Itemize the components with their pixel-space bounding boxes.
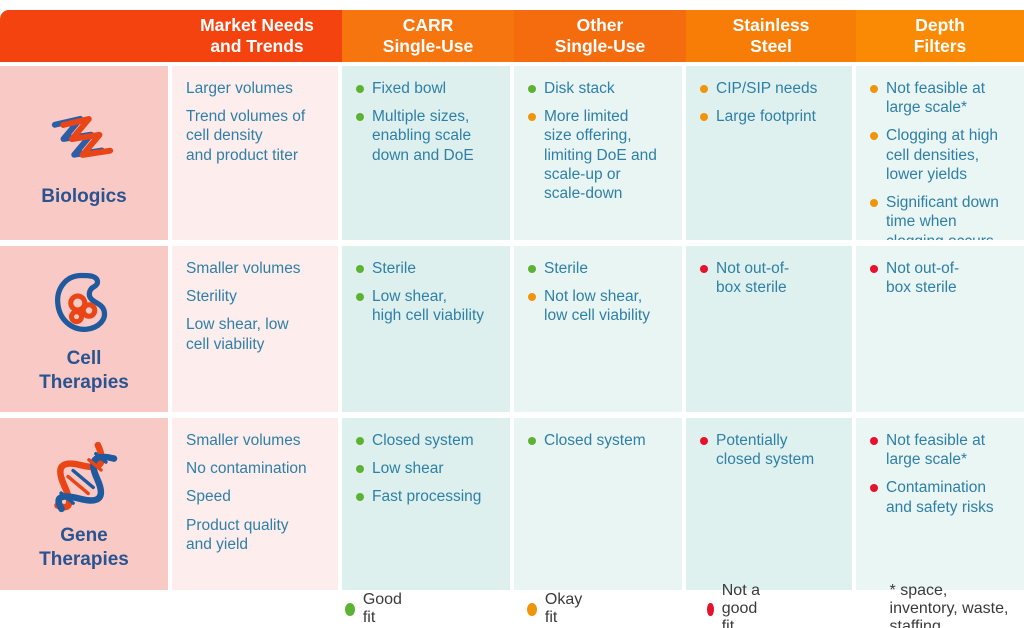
table-row-cell-therapies: Cell Therapies Smaller volumes Sterility… [0, 246, 1024, 412]
fit-dot [870, 265, 878, 273]
fit-dot [870, 85, 878, 93]
table-row-gene-therapies: Gene Therapies Smaller volumes No contam… [0, 418, 1024, 590]
need-item: Product quality and yield [186, 516, 289, 553]
need-item: Low shear, low cell viability [186, 316, 289, 353]
header-carr-single-use: CARR Single-Use [342, 10, 514, 62]
header-other-single-use: Other Single-Use [514, 10, 686, 62]
legend-label: Okay fit [544, 591, 583, 626]
bullet-item: Not out-of- box sterile [870, 259, 1016, 297]
fit-dot [356, 293, 364, 302]
bullet-item: CIP/SIP needs [700, 79, 844, 98]
bullet-item: Not out-of- box sterile [700, 259, 844, 297]
biologics-carr-cell: Fixed bowl Multiple sizes, enabling scal… [342, 66, 510, 240]
fit-dot [528, 293, 536, 302]
bullet-item: Sterile [356, 259, 502, 278]
legend: Good fit Okay fit Not a good fit * space… [0, 582, 1024, 628]
table-row-biologics: Biologics Larger volumes Trend volumes o… [0, 66, 1024, 240]
biologics-depth-cell: Not feasible at large scale* Clogging at… [856, 66, 1024, 240]
bullet-item: Low shear, high cell viability [356, 287, 502, 325]
gene-therapies-needs-cell: Smaller volumes No contamination Speed P… [172, 418, 338, 590]
fit-dot [356, 493, 364, 502]
cell-icon [44, 263, 124, 343]
need-item: Speed [186, 488, 231, 506]
cell-therapies-needs-cell: Smaller volumes Sterility Low shear, low… [172, 246, 338, 412]
bullet-item: Contamination and safety risks [870, 478, 1016, 516]
bullet-item: Multiple sizes, enabling scale down and … [356, 107, 502, 165]
good-fit-dot-icon [345, 602, 355, 616]
fit-dot [528, 265, 536, 273]
bullet-item: Closed system [528, 431, 674, 450]
cell-therapies-carr-cell: Sterile Low shear, high cell viability [342, 246, 510, 412]
table-header: Market Needs and Trends CARR Single-Use … [0, 10, 1024, 62]
fit-dot [700, 85, 708, 93]
need-item: Smaller volumes [186, 432, 301, 449]
cell-therapies-icon-cell: Cell Therapies [0, 246, 168, 412]
biologics-other-cell: Disk stack More limited size offering, l… [514, 66, 682, 240]
protein-ribbon-icon [42, 97, 126, 181]
bullet-item: Not feasible at large scale* [870, 431, 1016, 469]
need-item: Smaller volumes [186, 260, 301, 277]
fit-dot [700, 113, 708, 122]
legend-label: Good fit [362, 591, 402, 626]
bullet-item: Closed system [356, 431, 502, 450]
gene-therapies-carr-cell: Closed system Low shear Fast processing [342, 418, 510, 590]
header-depth-filters: Depth Filters [856, 10, 1024, 62]
need-item: Sterility [186, 288, 237, 306]
legend-okay-fit: Okay fit [527, 591, 585, 627]
bullet-item: Disk stack [528, 79, 674, 98]
gene-therapies-icon-cell: Gene Therapies [0, 418, 168, 590]
gene-therapies-stainless-cell: Potentially closed system [686, 418, 852, 590]
biologics-needs-cell: Larger volumes Trend volumes of cell den… [172, 66, 338, 240]
cell-therapies-stainless-cell: Not out-of- box sterile [686, 246, 852, 412]
bullet-item: Fixed bowl [356, 79, 502, 98]
fit-dot [700, 437, 708, 445]
biologics-stainless-cell: CIP/SIP needs Large footprint [686, 66, 852, 240]
gene-therapies-depth-cell: Not feasible at large scale* Contaminati… [856, 418, 1024, 590]
header-market-needs: Market Needs and Trends [0, 10, 342, 62]
fit-dot [528, 437, 536, 445]
legend-not-good-fit: Not a good fit [707, 582, 767, 628]
row-label: Gene Therapies [39, 525, 129, 570]
okay-fit-dot-icon [527, 602, 537, 616]
bullet-item: More limited size offering, limiting DoE… [528, 107, 674, 203]
bullet-item: Fast processing [356, 487, 502, 506]
need-item: Larger volumes [186, 80, 293, 97]
fit-dot [528, 113, 536, 122]
fit-dot [356, 437, 364, 445]
header-stainless-steel: Stainless Steel [686, 10, 856, 62]
bullet-item: Low shear [356, 459, 502, 478]
legend-good-fit: Good fit [345, 591, 405, 627]
fit-dot [870, 132, 878, 141]
not-good-fit-dot-icon [707, 602, 714, 616]
fit-dot [356, 265, 364, 273]
bullet-item: Large footprint [700, 107, 844, 126]
need-item: Trend volumes of cell density and produc… [186, 108, 306, 164]
fit-dot [700, 265, 708, 273]
bullet-item: Not low shear, low cell viability [528, 287, 674, 325]
gene-therapies-other-cell: Closed system [514, 418, 682, 590]
bullet-item: Not feasible at large scale* [870, 79, 1016, 117]
row-label: Cell Therapies [39, 348, 129, 393]
fit-dot [870, 484, 878, 493]
cell-therapies-depth-cell: Not out-of- box sterile [856, 246, 1024, 412]
fit-dot [356, 465, 364, 474]
legend-label: Not a good fit [721, 582, 760, 628]
bullet-item: Sterile [528, 259, 674, 278]
fit-dot [870, 199, 878, 208]
fit-dot [356, 85, 364, 93]
bullet-item: Clogging at high cell densities, lower y… [870, 126, 1016, 184]
fit-dot [528, 85, 536, 93]
dna-helix-icon [42, 436, 126, 520]
biologics-icon-cell: Biologics [0, 66, 168, 240]
cell-therapies-other-cell: Sterile Not low shear, low cell viabilit… [514, 246, 682, 412]
need-item: No contamination [186, 460, 307, 478]
bullet-item: Potentially closed system [700, 431, 844, 469]
row-label: Biologics [41, 186, 127, 208]
footnote: * space, inventory, waste, staffing [889, 582, 1009, 628]
bullet-item: Significant down time when clogging occu… [870, 193, 1016, 240]
fit-dot [870, 437, 878, 445]
fit-dot [356, 113, 364, 122]
